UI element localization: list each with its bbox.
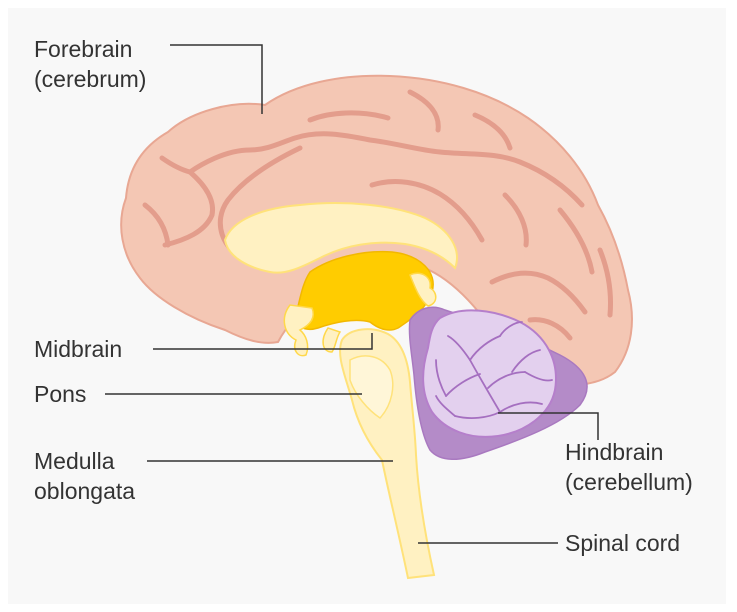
forebrain-label-line-1: Forebrain bbox=[34, 34, 146, 64]
medulla-label-line-2: oblongata bbox=[34, 476, 135, 506]
midbrain-label: Midbrain bbox=[34, 334, 122, 364]
forebrain-label-line-2: (cerebrum) bbox=[34, 64, 146, 94]
spinal-cord-label: Spinal cord bbox=[565, 528, 680, 558]
medulla-label-line-1: Medulla bbox=[34, 446, 135, 476]
pons-label: Pons bbox=[34, 379, 86, 409]
spinal-cord-label-text: Spinal cord bbox=[565, 528, 680, 558]
forebrain-label: Forebrain (cerebrum) bbox=[34, 34, 146, 94]
hindbrain-label-line-1: Hindbrain bbox=[565, 437, 693, 467]
pons-label-text: Pons bbox=[34, 379, 86, 409]
hindbrain-label-line-2: (cerebellum) bbox=[565, 467, 693, 497]
hindbrain-label: Hindbrain (cerebellum) bbox=[565, 437, 693, 497]
midbrain-label-text: Midbrain bbox=[34, 334, 122, 364]
medulla-label: Medulla oblongata bbox=[34, 446, 135, 506]
